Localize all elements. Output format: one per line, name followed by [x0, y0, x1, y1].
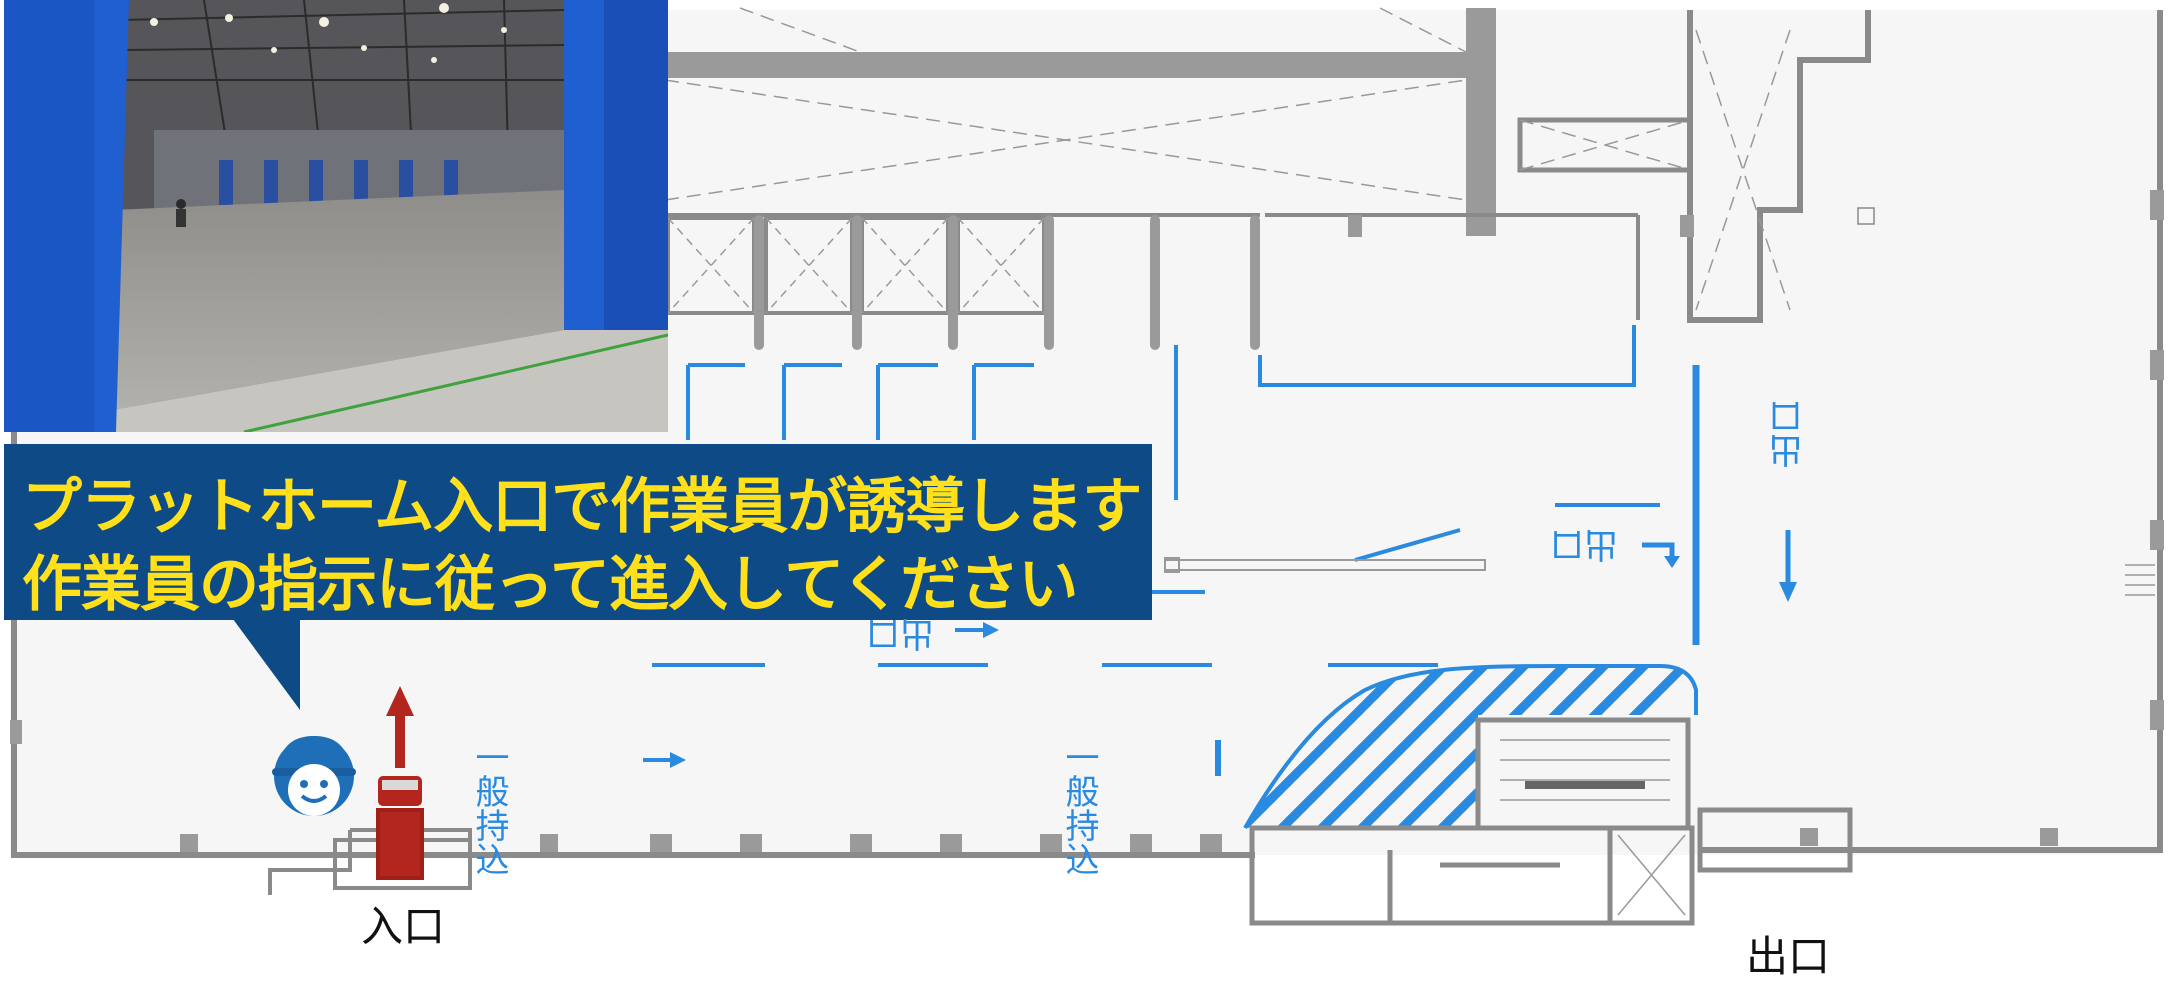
floor-mark-general-a: 一般持込 — [469, 740, 509, 876]
service-rooms — [1249, 717, 1910, 926]
entrance-label: 入口 — [361, 902, 446, 951]
floor-mark-general-b: 一般持込 — [1059, 740, 1099, 876]
instruction-banner: プラットホーム入口で作業員が誘導します 作業員の指示に従って進入してください — [4, 444, 1152, 620]
floor-mark-exit-right: 出口 — [1769, 400, 1809, 468]
arrow-turn — [1642, 542, 1680, 568]
floor-mark-exit-mid: 出口 — [1550, 524, 1618, 564]
column-top — [1466, 8, 1496, 236]
worker-helmet-icon — [272, 736, 356, 816]
shaft-wall — [1687, 10, 1838, 323]
dock-photo — [4, 0, 668, 432]
banner-line-2: 作業員の指示に従って進入してください — [22, 550, 1078, 620]
dock-bumpers — [754, 215, 1694, 350]
arrow-right-2 — [955, 622, 999, 638]
arrow-down — [1779, 530, 1797, 602]
arrow-right-1 — [643, 752, 686, 768]
exit-label: 出口 — [1746, 932, 1831, 981]
truck-icon — [376, 686, 424, 880]
route-arrow-icon — [643, 530, 1797, 768]
top-beam — [665, 52, 1475, 78]
banner-line-1: プラットホーム入口で作業員が誘導します — [22, 472, 1142, 542]
floor-mark-exit-left: 出口 — [866, 613, 934, 653]
wall-columns — [10, 190, 2164, 852]
worker-in-photo — [176, 199, 186, 227]
banner-callout-tail — [230, 615, 300, 710]
